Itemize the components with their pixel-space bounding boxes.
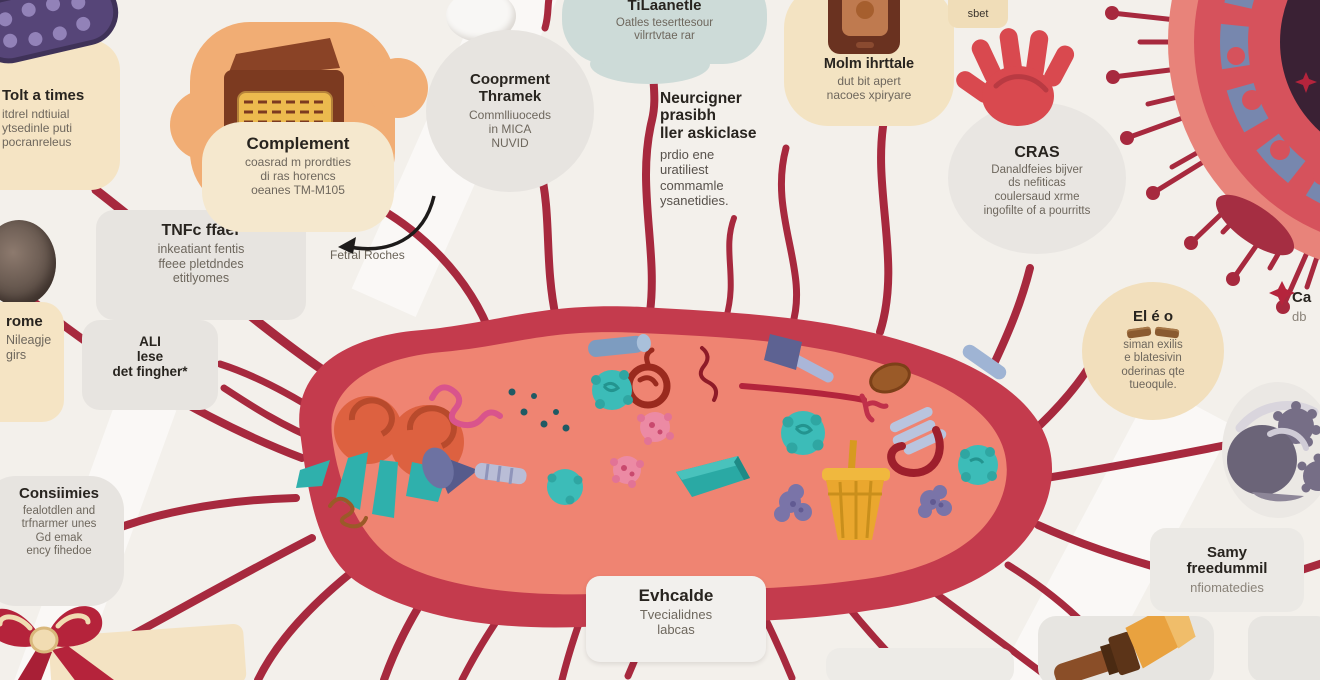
bubble-body: db xyxy=(1292,308,1307,324)
bubble-eleo: El é o siman exilis e blatesivin oderina… xyxy=(1082,282,1224,420)
complement-note: Fetral Roches xyxy=(330,246,455,262)
bubble-heading: Ca xyxy=(1292,289,1312,306)
sparkle-icon xyxy=(1269,72,1317,306)
bubble-body: siman exilis e blatesivin oderinas qte t… xyxy=(1121,338,1185,392)
bubble-heading: Samy freedummil xyxy=(1186,543,1268,578)
bubble-ali: ALI lese det fingher* xyxy=(82,320,218,410)
yellow-cup-icon xyxy=(822,440,890,540)
bubble-heading: Neurcigner prasibh ller askiclase xyxy=(660,90,757,142)
bubble-heading: Tolt a times xyxy=(2,87,85,104)
bubble-body: Commlliuoceds in MICA NUVID xyxy=(468,107,552,150)
bubble-heading: TiLaanetle xyxy=(627,0,702,14)
card-faint xyxy=(826,648,1014,680)
bubble-complement: Complement coasrad m prordties di ras ho… xyxy=(202,122,394,232)
ribbon-bow-icon xyxy=(0,588,152,680)
gear-circle xyxy=(1222,382,1320,518)
bubble-body: itdrel ndtiuial ytsedinle puti pocranrel… xyxy=(2,106,73,150)
pink-virus-icon xyxy=(610,412,674,488)
wood-log-icon xyxy=(1126,326,1180,339)
card-brush xyxy=(1038,616,1214,680)
bubble-heading: Cooprment Thramek xyxy=(470,70,550,105)
teal-virus-icon xyxy=(547,370,998,505)
bubble-cras: CRAS Danaldfeies bijver ds nefiticas cou… xyxy=(948,102,1126,254)
bubble-tolt: Tolt a times itdrel ndtiuial ytsedinle p… xyxy=(0,40,120,190)
bubble-heading: Complement xyxy=(246,134,350,153)
bubble-evhcalde: Evhcalde Tvecialidnes labcas xyxy=(586,576,766,662)
bubble-chip: sbet xyxy=(948,0,1008,28)
bubble-rome: rome Nileagje girs xyxy=(0,302,64,422)
bubble-cooprmant: Cooprment Thramek Commlliuoceds in MICA … xyxy=(426,30,594,192)
bubble-body: dut bit apert nacoes xpiryare xyxy=(826,74,912,103)
bubble-heading: CRAS xyxy=(1014,144,1060,161)
bubble-body: Danaldfeies bijver ds nefiticas coulersa… xyxy=(983,163,1091,217)
light-tube-icon xyxy=(962,344,1007,380)
bubble-heading: Molm ihrttale xyxy=(823,56,915,72)
phone-tile-icon xyxy=(822,0,906,61)
bubble-consianies: Consiimies fealotdlen and trfnarmer unes… xyxy=(0,476,124,606)
brown-oval-icon xyxy=(869,362,911,394)
cell-contents xyxy=(296,333,1007,540)
bubble-neurcigner: Neurcigner prasibh ller askiclase prdio … xyxy=(660,90,818,208)
red-branch-icon xyxy=(859,393,889,423)
bubble-body: Oatles teserttesour vilrrtvtae rar xyxy=(615,16,714,43)
bubble-ca: Ca db xyxy=(1292,289,1320,324)
complement-cloud-lobe xyxy=(368,58,428,118)
teal-chisel-icon xyxy=(676,456,750,497)
teal-crescent-icon xyxy=(499,372,580,443)
bubble-heading: ALI lese det fingher* xyxy=(112,334,188,380)
bubble-body: Nileagje girs xyxy=(6,332,52,362)
bubble-heading: Consiimies xyxy=(18,485,100,502)
bubble-body: fealotdlen and trfnarmer unes Gd emak en… xyxy=(21,504,97,558)
bubble-heading: rome xyxy=(6,313,43,330)
mallet-icon xyxy=(764,334,834,383)
purple-blob-icon xyxy=(774,484,952,522)
chip-text: sbet xyxy=(967,8,989,20)
bubble-body: Tvecialidnes labcas xyxy=(639,607,713,638)
spiked-virus xyxy=(1105,0,1320,314)
hand-icon xyxy=(956,22,1091,137)
brown-squiggle-icon xyxy=(328,496,368,529)
red-cane-icon xyxy=(887,426,944,477)
bubble-heading: El é o xyxy=(1132,307,1173,325)
red-streak-icon xyxy=(739,383,867,403)
note-text: Fetral Roches xyxy=(330,248,405,262)
bubble-samy: Samy freedummil nfiomatedies xyxy=(1150,528,1304,612)
bubble-body: inkeatiant fentis ffeee pletdndes etitly… xyxy=(157,241,245,286)
purple-pill-icon xyxy=(0,0,122,70)
bubble-body: prdio ene uratiliest commamle ysanetidie… xyxy=(660,147,729,209)
pink-chain-icon xyxy=(429,384,503,429)
steel-cylinder-icon xyxy=(588,333,651,357)
red-squiggle-icon xyxy=(698,346,718,402)
card-blank xyxy=(1248,616,1320,680)
gear-cluster-icon xyxy=(1227,401,1320,502)
bubble-heading: Evhcalde xyxy=(638,586,714,605)
bubble-tilaanetle: TiLaanetle Oatles teserttesour vilrrtvta… xyxy=(562,0,767,64)
paintbrush-icon xyxy=(1054,616,1196,680)
bubble-body: nfiomatedies xyxy=(1190,580,1264,596)
bubble-body: coasrad m prordties di ras horencs oeane… xyxy=(244,155,352,198)
funnel-screw-icon xyxy=(422,447,527,494)
